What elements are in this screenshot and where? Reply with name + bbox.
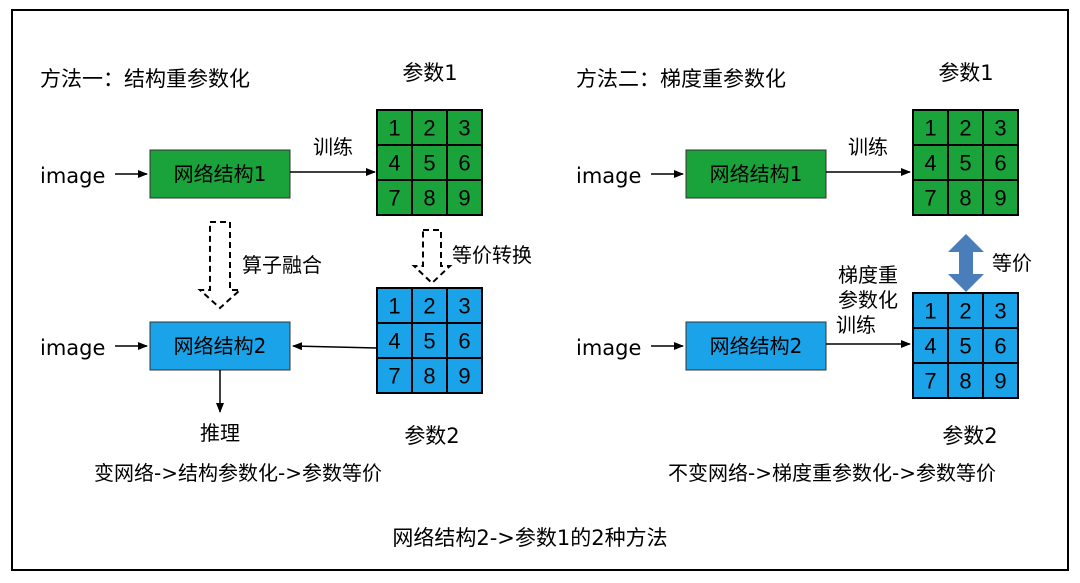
method2-net2-box: 网络结构2 bbox=[685, 321, 827, 371]
method1-params1-label: 参数1 bbox=[402, 61, 457, 85]
method1-params2-grid-cell-value: 2 bbox=[423, 294, 435, 319]
method2-params1-grid-cell bbox=[912, 109, 949, 146]
method2-net1-box: 网络结构1 bbox=[685, 149, 827, 199]
method1-net1-rect bbox=[149, 149, 291, 199]
method1-net1-box: 网络结构1 bbox=[149, 149, 291, 199]
method1-equiv-transform-arrow bbox=[411, 229, 453, 285]
method1-params2-grid-cell-value: 4 bbox=[388, 329, 400, 354]
method2-net2-label: 网络结构2 bbox=[710, 334, 803, 358]
method1-params1-grid-cell-value: 4 bbox=[388, 151, 400, 176]
method1-equiv-transform-label: 等价转换 bbox=[452, 243, 532, 267]
method2-params1-grid-cell-value: 1 bbox=[924, 116, 936, 141]
method1-params1-grid-cell bbox=[446, 179, 483, 216]
method1-params1-grid-cell bbox=[446, 109, 483, 146]
method2-net2-rect bbox=[685, 321, 827, 371]
method2-params2-grid-cell-value: 5 bbox=[959, 334, 971, 359]
method2-equiv-label: 等价 bbox=[992, 251, 1032, 275]
method1-params1-grid-cell bbox=[411, 109, 448, 146]
method2-params1-grid-cell-value: 3 bbox=[994, 116, 1006, 141]
method1-params1-grid-cell-value: 5 bbox=[423, 151, 435, 176]
method1-params1-grid-cell-value: 9 bbox=[458, 186, 470, 211]
method1-fuse-label: 算子融合 bbox=[242, 253, 322, 277]
method2-title: 方法二：梯度重参数化 bbox=[576, 67, 786, 91]
method1-net2-box: 网络结构2 bbox=[149, 321, 291, 371]
method2-params1-grid-cell bbox=[982, 109, 1019, 146]
method2-net1-label: 网络结构1 bbox=[710, 162, 803, 186]
method1-summary: 变网络->结构参数化->参数等价 bbox=[94, 461, 382, 485]
method2-net1-rect bbox=[685, 149, 827, 199]
method2-params2-grid-cell-value: 3 bbox=[994, 299, 1006, 324]
method2-params2-grid-cell-value: 6 bbox=[994, 334, 1006, 359]
method1-params2-grid-cell-value: 1 bbox=[388, 294, 400, 319]
method2-input-label-top: image bbox=[576, 164, 641, 188]
method1-params1-grid-cell-value: 7 bbox=[388, 186, 400, 211]
method2-grad-train-line2: 参数化 bbox=[838, 288, 898, 312]
method1-params1-grid-cell bbox=[411, 179, 448, 216]
method1-params2-grid-cell-value: 9 bbox=[458, 364, 470, 389]
method1-params2-grid-cell bbox=[376, 357, 413, 394]
method2-equiv-double-arrow bbox=[948, 234, 984, 292]
method2-params2-label: 参数2 bbox=[942, 424, 997, 448]
method1-params1-grid-cell bbox=[446, 144, 483, 181]
method1-train-label: 训练 bbox=[313, 135, 353, 159]
method2-train-label: 训练 bbox=[848, 135, 888, 159]
method2-params2-grid-cell bbox=[982, 362, 1019, 399]
method1-params2-grid-cell-value: 3 bbox=[458, 294, 470, 319]
method1-params2-label: 参数2 bbox=[404, 424, 459, 448]
method1-fuse-arrow bbox=[197, 221, 243, 310]
method1-params1-grid-cell bbox=[376, 179, 413, 216]
method2-params2-grid-cell-value: 2 bbox=[959, 299, 971, 324]
outer-frame bbox=[11, 9, 1069, 571]
method2-input-label-bottom: image bbox=[576, 336, 641, 360]
method1-params2-grid-cell-value: 6 bbox=[458, 329, 470, 354]
method2-params2-grid-cell-value: 1 bbox=[924, 299, 936, 324]
figure-caption: 网络结构2->参数1的2种方法 bbox=[392, 526, 667, 550]
method1-params2-grid-cell-value: 5 bbox=[423, 329, 435, 354]
method2-summary: 不变网络->梯度重参数化->参数等价 bbox=[668, 461, 996, 485]
method1-net2-label: 网络结构2 bbox=[174, 334, 267, 358]
method2-params2-grid-cell-value: 8 bbox=[959, 369, 971, 394]
method2-params2-grid-cell bbox=[982, 327, 1019, 364]
method1-params1-grid-cell-value: 6 bbox=[458, 151, 470, 176]
method1-title: 方法一：结构重参数化 bbox=[40, 67, 250, 91]
method1-params1-grid-cell-value: 3 bbox=[458, 116, 470, 141]
method2-params1-label: 参数1 bbox=[938, 61, 993, 85]
method1-net1-label: 网络结构1 bbox=[174, 162, 267, 186]
method1-params2-to-net2-arrow bbox=[292, 342, 378, 351]
method1-input-label-bottom: image bbox=[40, 336, 105, 360]
method1-net2-rect bbox=[149, 321, 291, 371]
method2-params2-grid-cell-value: 4 bbox=[924, 334, 936, 359]
method1-params2-grid-cell bbox=[446, 357, 483, 394]
method2-params1-grid-cell-value: 2 bbox=[959, 116, 971, 141]
method2-params1-grid-cell-value: 5 bbox=[959, 151, 971, 176]
method2-grad-train-line1: 梯度重 bbox=[838, 263, 898, 287]
method2-params1-grid-cell-value: 9 bbox=[994, 186, 1006, 211]
method1-input-label-top: image bbox=[40, 164, 105, 188]
method1-params2-grid-cell-value: 8 bbox=[423, 364, 435, 389]
method2-params1-grid-cell-value: 4 bbox=[924, 151, 936, 176]
method1-params1-grid-cell-value: 1 bbox=[388, 116, 400, 141]
method2-params1-grid-cell bbox=[982, 179, 1019, 216]
method2-params2-grid-cell-value: 7 bbox=[924, 369, 936, 394]
method2-params1-grid-cell-value: 6 bbox=[994, 151, 1006, 176]
method2-params1-grid-cell-value: 8 bbox=[959, 186, 971, 211]
method2-params2-grid-cell bbox=[947, 327, 984, 364]
method1-params1-grid-cell bbox=[411, 144, 448, 181]
method1-params1-grid-cell-value: 2 bbox=[423, 116, 435, 141]
method1-params2-grid-cell-value: 7 bbox=[388, 364, 400, 389]
method2-params1-grid-cell-value: 7 bbox=[924, 186, 936, 211]
method2-grad-train-line3: 训练 bbox=[836, 313, 876, 337]
method1-inference-label: 推理 bbox=[200, 421, 240, 445]
method2-params2-grid-cell-value: 9 bbox=[994, 369, 1006, 394]
method1-params1-grid-cell-value: 8 bbox=[423, 186, 435, 211]
